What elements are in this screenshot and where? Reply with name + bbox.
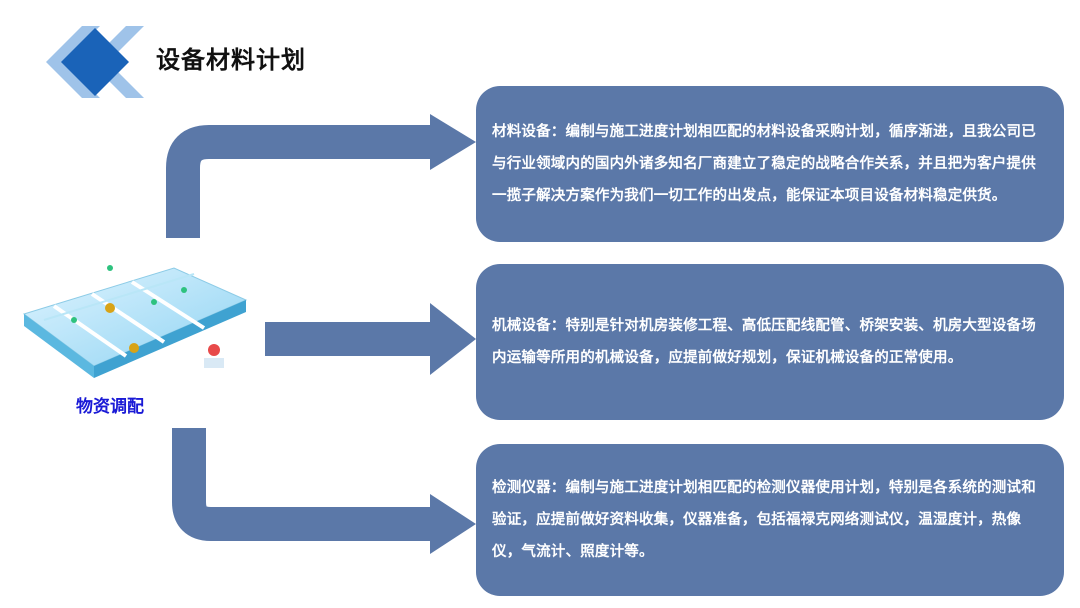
arrow-to-instruments [172,428,476,554]
arrow-to-machinery [265,303,476,375]
card-body: 编制与施工进度计划相匹配的检测仪器使用计划，特别是各系统的测试和验证，应提前做好… [492,480,1036,560]
machinery-card: 机械设备：特别是针对机房装修工程、高低压配线配管、桥架安装、机房大型设备场内运输… [476,264,1064,420]
card-body: 特别是针对机房装修工程、高低压配线配管、桥架安装、机房大型设备场内运输等所用的机… [492,318,1036,366]
materials-card: 材料设备：编制与施工进度计划相匹配的材料设备采购计划，循序渐进，且我公司已与行业… [476,86,1064,242]
hub-label: 物资调配 [76,397,144,417]
page-title: 设备材料计划 [156,46,306,74]
arrow-to-materials [166,114,476,238]
card-heading: 检测仪器： [492,480,566,496]
diamond-icon [46,26,144,98]
card-heading: 材料设备： [492,124,566,140]
card-heading: 机械设备： [492,318,566,334]
warehouse-illustration [22,265,248,378]
instruments-card: 检测仪器：编制与施工进度计划相匹配的检测仪器使用计划，特别是各系统的测试和验证，… [476,444,1064,596]
card-body: 编制与施工进度计划相匹配的材料设备采购计划，循序渐进，且我公司已与行业领域内的国… [492,124,1036,204]
